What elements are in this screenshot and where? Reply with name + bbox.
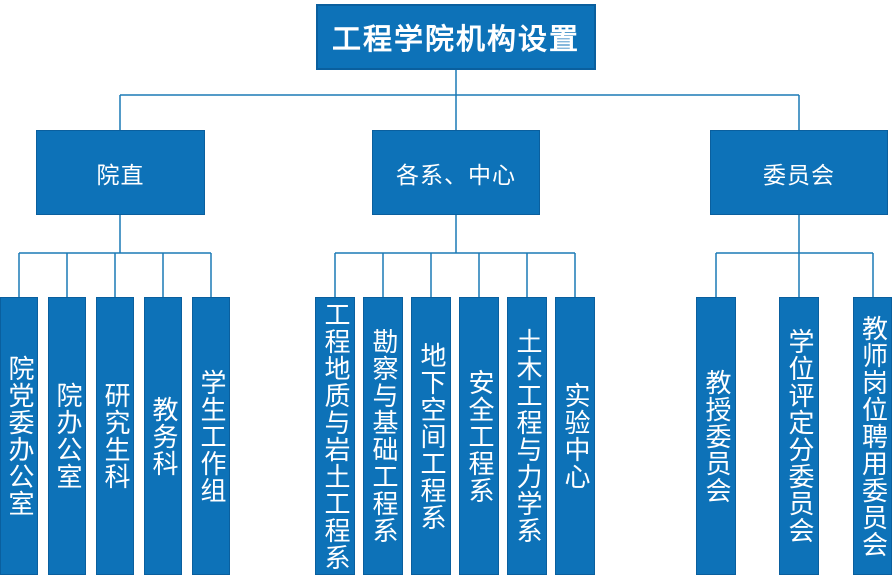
leaf-node: 学位评定分委员会 <box>779 297 819 575</box>
leaf-node: 教师岗位聘用委员会 <box>853 297 892 575</box>
leaf-label: 学位评定分委员会 <box>784 328 814 544</box>
leaf-node: 院办公室 <box>48 297 86 575</box>
group-node-departments: 各系、中心 <box>372 130 540 215</box>
leaf-node: 教务科 <box>144 297 182 575</box>
leaf-label: 学生工作组 <box>196 368 226 504</box>
leaf-label: 教务科 <box>148 395 178 477</box>
leaf-node: 土木工程与力学系 <box>507 297 547 575</box>
group-label: 院直 <box>96 162 145 189</box>
org-root-label: 工程学院机构设置 <box>331 22 580 56</box>
leaf-label: 院办公室 <box>52 382 82 490</box>
leaf-label: 地下空间工程系 <box>416 341 446 531</box>
leaf-node: 教授委员会 <box>696 297 736 575</box>
leaf-node: 学生工作组 <box>192 297 230 575</box>
leaf-node: 勘察与基础工程系 <box>363 297 403 575</box>
group-node-committees: 委员会 <box>710 130 888 215</box>
leaf-label: 土木工程与力学系 <box>512 328 542 544</box>
leaf-label: 安全工程系 <box>464 368 494 504</box>
leaf-node: 安全工程系 <box>459 297 499 575</box>
org-root-node: 工程学院机构设置 <box>316 4 596 70</box>
group-label: 各系、中心 <box>396 162 516 189</box>
leaf-label: 研究生科 <box>100 382 130 490</box>
leaf-label: 院党委办公室 <box>4 355 34 517</box>
leaf-node: 研究生科 <box>96 297 134 575</box>
group-label: 委员会 <box>763 162 835 189</box>
leaf-label: 教师岗位聘用委员会 <box>857 314 888 558</box>
leaf-label: 勘察与基础工程系 <box>368 328 398 544</box>
leaf-node: 实验中心 <box>555 297 595 575</box>
leaf-label: 工程地质与岩土工程系 <box>320 301 350 571</box>
leaf-node: 工程地质与岩土工程系 <box>315 297 355 575</box>
leaf-label: 实验中心 <box>560 382 590 490</box>
leaf-node: 地下空间工程系 <box>411 297 451 575</box>
leaf-label: 教授委员会 <box>701 368 731 504</box>
leaf-node: 院党委办公室 <box>0 297 38 575</box>
group-node-yuanzhi: 院直 <box>36 130 205 215</box>
